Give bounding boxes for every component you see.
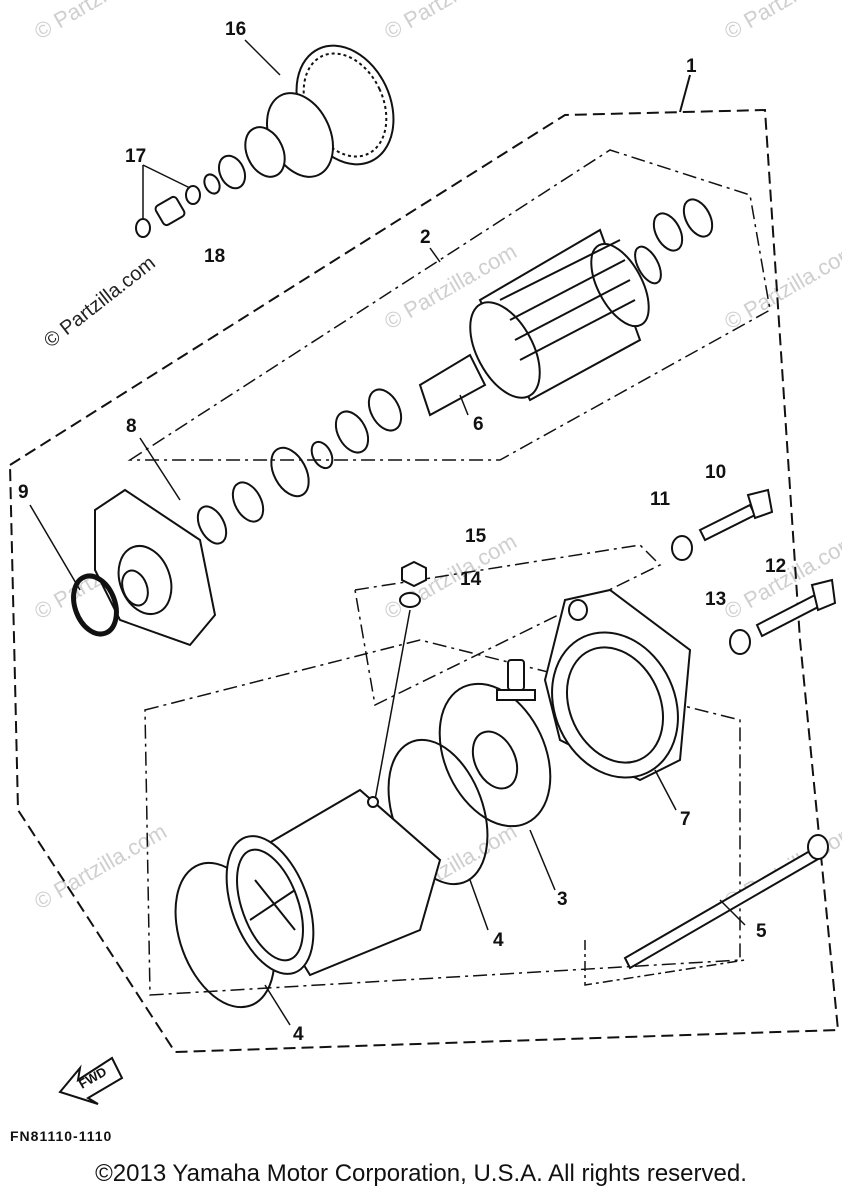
- callout-6: 6: [473, 414, 484, 435]
- callout-9: 9: [18, 482, 29, 503]
- callout-16: 16: [225, 19, 246, 40]
- watermark: © Partzilla.com: [380, 0, 521, 44]
- starter-clutch-part: [203, 44, 395, 195]
- o-ring-part: [71, 573, 119, 637]
- drawing-code: FN81110-1110: [10, 1128, 113, 1144]
- brush-holder-part: [438, 659, 552, 828]
- copyright-notice: ©2013 Yamaha Motor Corporation, U.S.A. A…: [95, 1160, 747, 1187]
- leader-lines: [29, 39, 746, 1026]
- armature-group-boundary: [127, 149, 771, 461]
- callout-17: 17: [125, 146, 146, 167]
- assembly-boundary: [8, 108, 840, 1054]
- yoke-group-boundary: [144, 639, 741, 996]
- rear-cover-part: [543, 588, 692, 782]
- nut-washer-parts: [399, 560, 427, 608]
- watermark: © Partzilla.com: [30, 819, 171, 915]
- rear-group-boundary: [354, 544, 662, 707]
- armature-washers: [231, 198, 714, 523]
- fwd-arrow-icon: FWD: [58, 1056, 124, 1105]
- callout-11: 11: [650, 489, 671, 510]
- through-bolt-part: [623, 834, 829, 970]
- callout-1: 1: [686, 56, 697, 77]
- watermark: © Partzilla.com: [720, 0, 842, 44]
- watermark: © Partzilla.com: [30, 0, 171, 44]
- washer-spring-part: [135, 185, 201, 238]
- callout-12: 12: [765, 556, 786, 577]
- callout-10: 10: [705, 462, 726, 483]
- callout-5: 5: [756, 921, 767, 942]
- callout-15: 15: [465, 526, 487, 547]
- callout-7: 7: [680, 809, 691, 830]
- callout-14: 14: [460, 569, 482, 590]
- yoke-part: [225, 788, 442, 977]
- callout-4: 4: [493, 930, 504, 951]
- leader-line: [584, 940, 746, 986]
- callouts: 1 2 3 4 4 5 6 7 8 9 10 11 12 13 14 15 16…: [18, 19, 786, 1045]
- watermark: © Partzilla.com: [720, 239, 842, 335]
- leader-line: [374, 609, 411, 801]
- callout-4: 4: [293, 1024, 304, 1045]
- callout-8: 8: [126, 416, 137, 437]
- leader-line: [142, 164, 191, 189]
- callout-18: 18: [204, 246, 225, 267]
- callout-2: 2: [420, 227, 431, 248]
- leader-line: [679, 74, 691, 113]
- front-cover-part: [94, 488, 228, 647]
- callout-13: 13: [705, 589, 726, 610]
- armature-part: [418, 228, 662, 417]
- bolt-parts: [671, 488, 837, 655]
- callout-3: 3: [557, 889, 568, 910]
